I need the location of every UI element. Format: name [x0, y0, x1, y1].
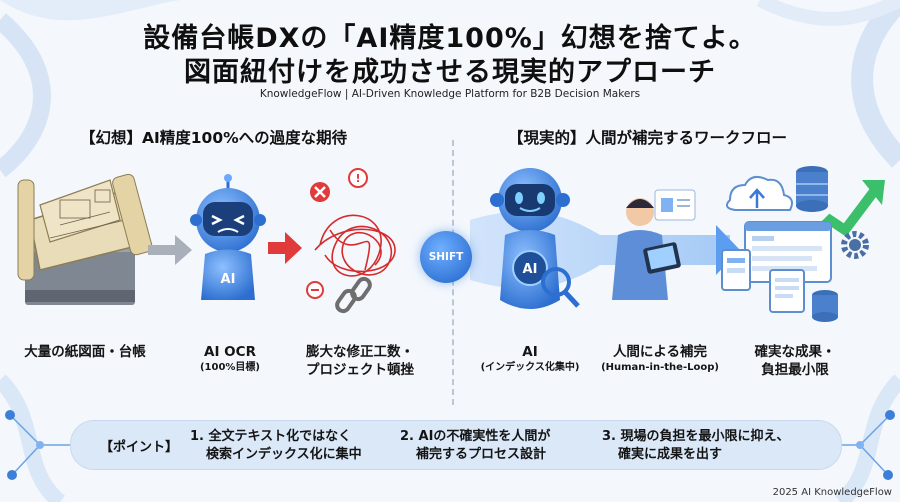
flow-arrow-grey [148, 235, 192, 265]
person-tablet-icon [612, 189, 696, 300]
point-3: 3. 現場の負担を最小限に抑え、 確実に成果を出す [602, 429, 790, 462]
left-item-2-label: AI OCR (100%目標) [199, 344, 261, 373]
footer-credit: 2025 AI KnowledgeFlow [772, 487, 892, 498]
cloud-database-icon [725, 166, 828, 212]
illustration-scene: AI ! AI [17, 166, 885, 322]
shift-badge: SHIFT [420, 231, 472, 283]
right-section-heading: 【現実的】人間が補完するワークフロー [508, 129, 788, 147]
page-title-line2: 図面紐付けを成功させる現実的アプローチ [184, 57, 716, 88]
dashboard-icon [721, 221, 838, 322]
left-section-heading: 【幻想】AI精度100%への過度な期待 [80, 129, 348, 147]
robot-badge-right: AI [523, 262, 538, 277]
points-label: 【ポイント】 [100, 440, 179, 455]
flow-arrow-red [268, 232, 302, 264]
broken-chain-icon [335, 276, 372, 314]
points-bar [70, 420, 842, 470]
left-item-3-label: 膨大な修正工数・ プロジェクト頓挫 [306, 344, 414, 378]
right-item-1-label: AI (インデックス化集中) [480, 344, 580, 373]
right-item-2-label: 人間による補完 (Human-in-the-Loop) [601, 344, 719, 373]
page-subtitle: KnowledgeFlow | AI-Driven Knowledge Plat… [259, 88, 641, 100]
gear-icon [841, 231, 869, 259]
tangled-mess-icon [314, 214, 396, 277]
network-decoration-left [5, 410, 84, 480]
left-item-1-label: 大量の紙図面・台帳 [24, 344, 146, 360]
right-item-3-label: 確実な成果・ 負担最小限 [754, 344, 836, 378]
robot-badge-left: AI [221, 272, 236, 287]
sad-robot-icon [190, 174, 266, 300]
svg-text:!: ! [355, 172, 360, 185]
point-1: 1. 全文テキスト化ではなく 検索インデックス化に集中 [190, 429, 362, 462]
point-2: 2. AIの不確実性を人間が 補完するプロセス設計 [400, 429, 551, 462]
page-title-line1: 設備台帳DXの「AI精度100%」幻想を捨てよ。 [143, 23, 757, 54]
blueprint-stack-icon [17, 173, 153, 305]
magnifier-icon [541, 267, 580, 308]
